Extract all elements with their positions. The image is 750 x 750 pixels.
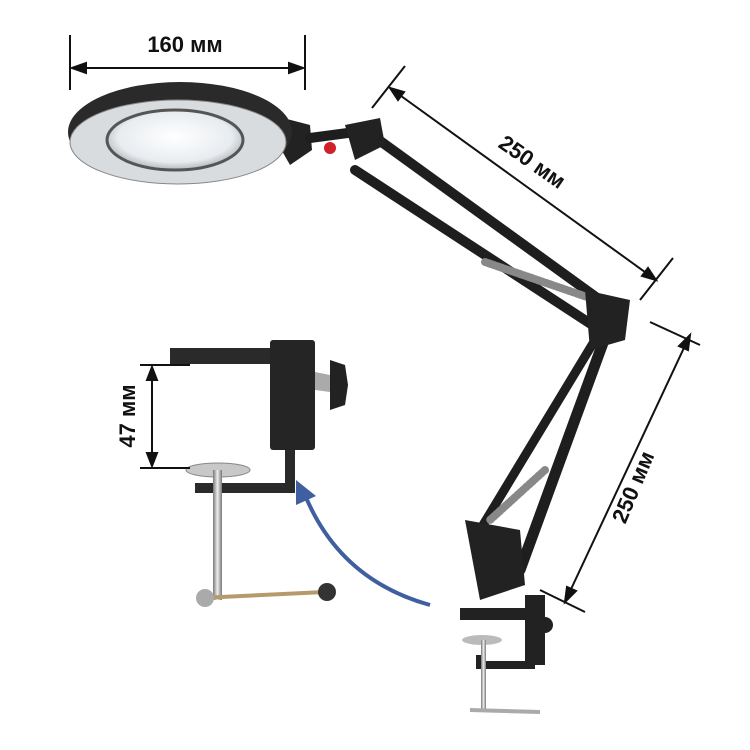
dimension-clamp-opening: 47 мм xyxy=(115,384,140,447)
base-clamp xyxy=(460,595,553,714)
clamp-detail xyxy=(170,340,348,607)
lamp-arms xyxy=(305,125,621,576)
dimension-upper-arm: 250 мм xyxy=(494,130,570,194)
detail-arrow xyxy=(296,480,431,607)
magnifier-head xyxy=(68,82,312,185)
dimension-lines xyxy=(69,35,701,613)
dimension-head-width: 160 мм xyxy=(147,32,222,57)
dimension-lower-arm: 250 мм xyxy=(607,447,659,526)
power-button xyxy=(324,142,336,154)
